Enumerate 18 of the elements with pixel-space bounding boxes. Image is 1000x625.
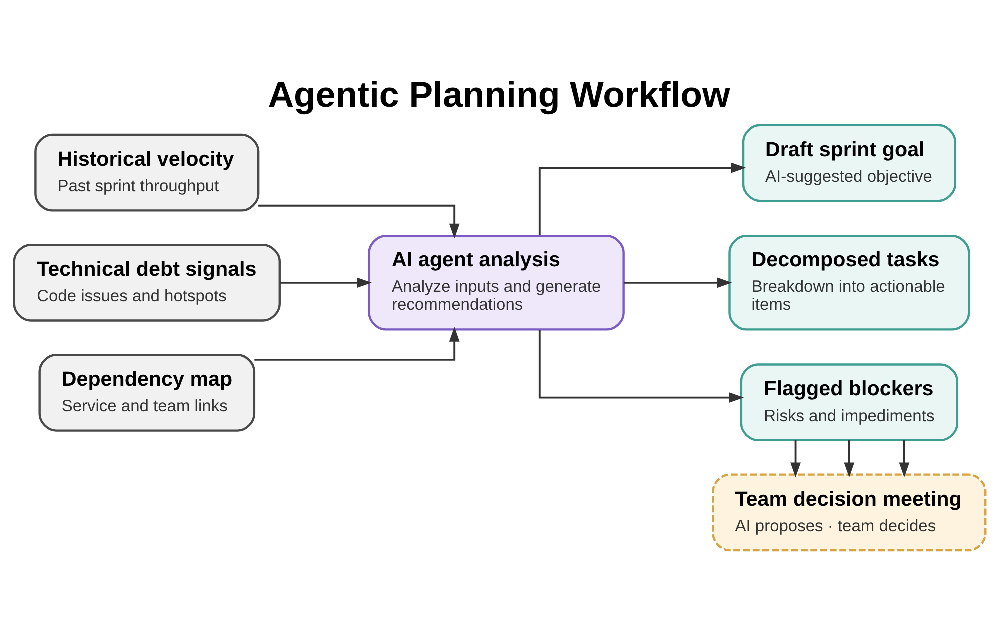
node-box: AI agent analysis Analyze inputs and generate recommendations (368, 235, 625, 331)
node-box: Technical debt signals Code issues and hotspots (13, 244, 281, 322)
arrow (624, 278, 732, 288)
arrow (790, 440, 801, 478)
node-box: Draft sprint goal AI-suggested objective (742, 124, 956, 202)
arrow (280, 278, 372, 288)
arrow (844, 440, 855, 478)
node-box: Dependency map Service and team links (38, 354, 256, 432)
arrow (538, 330, 744, 403)
arrow (538, 162, 746, 236)
node-box: Historical velocity Past sprint throughput (34, 134, 260, 212)
node-box: Flagged blockers Risks and impediments (740, 364, 959, 442)
arrow (899, 440, 910, 478)
arrow (258, 204, 460, 239)
node-box: Team decision meeting AI proposes · team decides (712, 474, 987, 552)
arrow (254, 327, 460, 361)
node-box: Decomposed tasks Breakdown into actionable items (728, 235, 970, 331)
diagram-title: Agentic Planning Workflow (268, 75, 730, 116)
